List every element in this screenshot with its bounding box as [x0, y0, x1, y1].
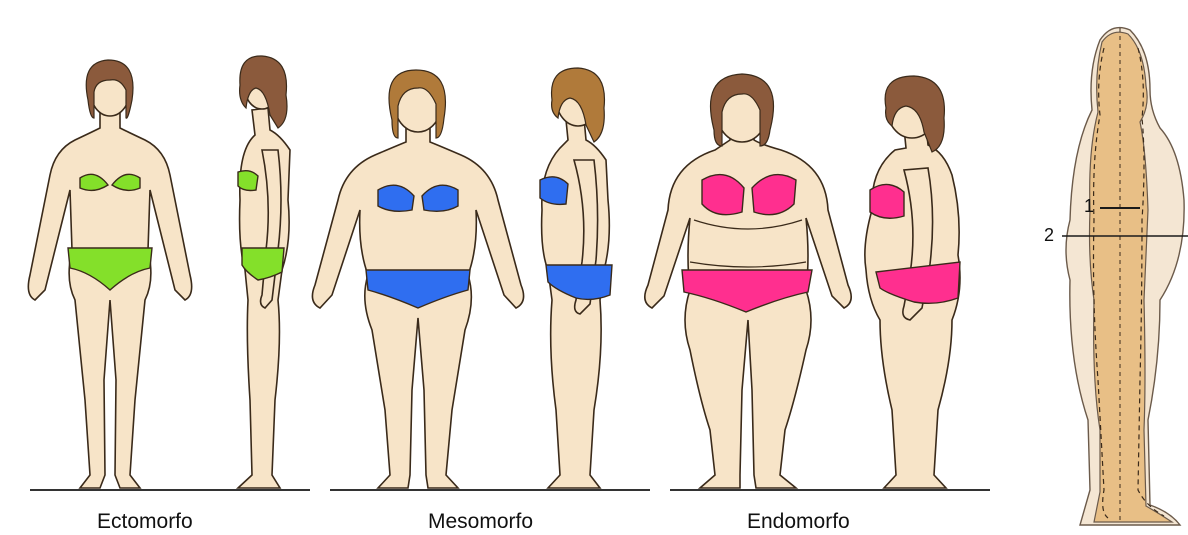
endomorph-side-figure [865, 76, 960, 488]
measurement-profile-figure [1062, 28, 1188, 525]
ectomorph-front-figure [28, 60, 191, 488]
measure-label-2: 2 [1044, 225, 1054, 246]
mesomorph-side-figure [540, 68, 612, 488]
endomorph-front-figure [645, 74, 851, 488]
caption-mesomorph: Mesomorfo [428, 510, 533, 534]
mesomorph-front-figure [312, 70, 523, 488]
measure-label-1: 1 [1084, 196, 1094, 217]
caption-endomorph: Endomorfo [747, 510, 850, 534]
ectomorph-side-figure [238, 56, 290, 488]
caption-ectomorph: Ectomorfo [97, 510, 193, 534]
